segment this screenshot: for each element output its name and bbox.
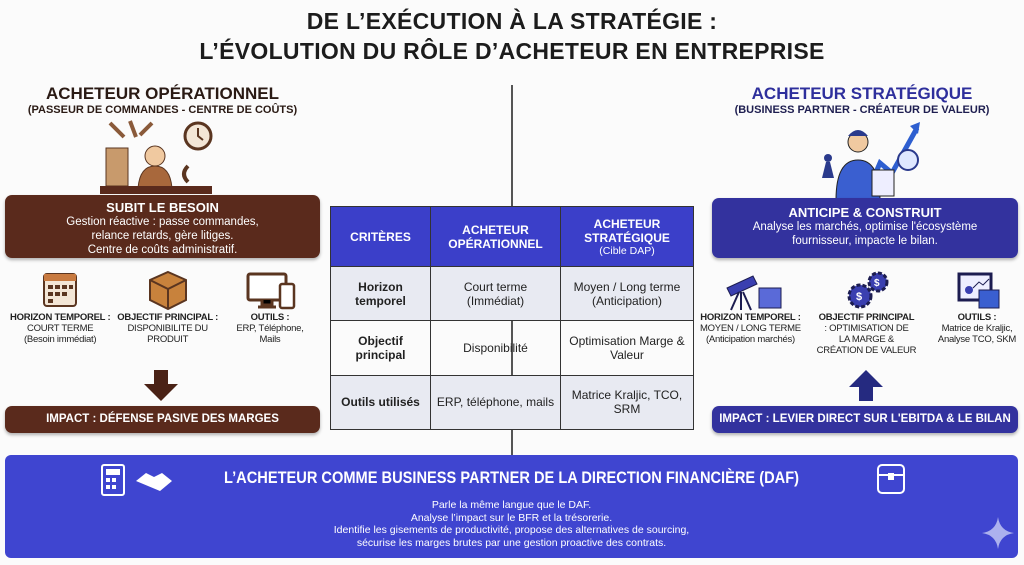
arrow-down-icon <box>144 370 178 401</box>
cell: Moyen / Long terme (Anticipation) <box>560 265 694 322</box>
header-note: (Cible DAP) <box>599 244 655 257</box>
gears-icon: $$ <box>847 271 889 309</box>
cell: Court terme (Immédiat) <box>430 265 561 322</box>
item-line: ERP, Téléphone, <box>236 323 304 334</box>
header-criteria: CRITÈRES <box>330 206 431 267</box>
cell: ERP, téléphone, mails <box>430 374 561 431</box>
calendar-icon <box>43 273 78 307</box>
telescope-icon <box>726 275 782 311</box>
comparison-table: CRITÈRES ACHETEUR OPÉRATIONNEL ACHETEUR … <box>330 206 694 431</box>
left-item-horizon: HORIZON TEMPOREL :COURT TERME(Besoin imm… <box>10 268 111 345</box>
right-attributes: HORIZON TEMPOREL :MOYEN / LONG TERME(Ant… <box>700 268 1022 356</box>
right-impact: IMPACT : LEVIER DIRECT SUR L'EBITDA & LE… <box>712 406 1018 433</box>
banner-line: Analyse l’impact sur le BFR et la trésor… <box>410 511 613 524</box>
item-title: OUTILS : <box>957 312 997 323</box>
banner-line: Identifie les gisements de productivité,… <box>333 524 690 536</box>
title-line-2: L’ÉVOLUTION DU RÔLE D’ACHETEUR EN ENTREP… <box>199 38 825 64</box>
header-strategic-label: ACHETEUR STRATÉGIQUE <box>584 216 670 245</box>
item-title: HORIZON TEMPOREL : <box>700 312 801 323</box>
item-title: OUTILS : <box>250 312 290 323</box>
right-header: ACHETEUR STRATÉGIQUE (BUSINESS PARTNER -… <box>700 84 1024 116</box>
right-subheading: (BUSINESS PARTNER - CRÉATEUR DE VALEUR) <box>734 104 990 116</box>
right-box-title: ANTICIPE & CONSTRUIT <box>788 205 942 220</box>
cell: Outils utilisés <box>330 374 431 431</box>
cell: Matrice Kraljic, TCO, SRM <box>560 374 694 431</box>
item-line: Mails <box>259 334 281 345</box>
header-strategic: ACHETEUR STRATÉGIQUE(Cible DAP) <box>560 206 694 267</box>
left-impact: IMPACT : DÉFENSE PASIVE DES MARGES <box>5 406 320 433</box>
svg-text:$: $ <box>856 291 862 303</box>
banner-line: sécurise les marges brutes par une gesti… <box>356 536 667 549</box>
item-line: : OPTIMISATION DE <box>824 323 909 334</box>
banner-line: Parle la même langue que le DAF. <box>431 499 592 511</box>
item-line: (Anticipation marchés) <box>705 334 795 345</box>
cell: Horizon temporel <box>330 265 431 322</box>
item-line: (Besoin immédiat) <box>24 334 97 345</box>
item-line: Analyse TCO, SKM <box>937 334 1017 345</box>
stressed-buyer-illustration <box>100 120 213 194</box>
item-line: DISPONIBILITE DU <box>127 323 208 334</box>
analytics-icon <box>957 272 1000 309</box>
right-box-line: Analyse les marchés, optimise l'écosystè… <box>752 221 978 233</box>
left-header: ACHETEUR OPÉRATIONNEL (PASSEUR DE COMMAN… <box>0 84 325 116</box>
item-line: LA MARGE & <box>838 334 894 345</box>
right-summary-box: ANTICIPE & CONSTRUIT Analyse les marchés… <box>712 198 1018 258</box>
strategic-buyer-illustration <box>822 122 920 200</box>
cell: Optimisation Marge & Valeur <box>560 320 694 376</box>
left-attributes: HORIZON TEMPOREL :COURT TERME(Besoin imm… <box>10 268 315 345</box>
left-item-tools: OUTILS :ERP, Téléphone,Mails <box>225 268 315 345</box>
right-item-tools: OUTILS :Matrice de Kraljic,Analyse TCO, … <box>932 268 1022 345</box>
left-box-line: Centre de coûts administratif. <box>87 244 238 256</box>
right-heading: ACHETEUR STRATÉGIQUE <box>751 84 973 103</box>
arrow-up-icon <box>849 370 883 401</box>
box-icon <box>148 270 187 311</box>
item-line: COURT TERME <box>26 323 94 334</box>
right-item-horizon: HORIZON TEMPOREL :MOYEN / LONG TERME(Ant… <box>700 268 801 345</box>
item-line: MOYEN / LONG TERME <box>700 323 801 334</box>
item-title: OBJECTIF PRINCIPAL : <box>117 312 219 323</box>
title-line-1: DE L’EXÉCUTION À LA STRATÉGIE : <box>306 8 718 34</box>
left-box-title: SUBIT LE BESOIN <box>106 200 219 215</box>
item-line: Matrice de Kraljic, <box>941 323 1013 334</box>
left-heading: ACHETEUR OPÉRATIONNEL <box>46 84 279 103</box>
item-line: PRODUIT <box>147 334 189 345</box>
svg-text:$: $ <box>874 278 880 289</box>
sparkle-icon <box>982 517 1014 549</box>
left-summary-box: SUBIT LE BESOIN Gestion réactive : passe… <box>5 195 320 258</box>
devices-icon <box>246 272 296 310</box>
item-title: OBJECTIF PRINCIPAL <box>818 312 915 323</box>
banner-title: L’ACHETEUR COMME BUSINESS PARTNER DE LA … <box>223 468 800 487</box>
left-box-line: Gestion réactive : passe commandes, <box>66 216 259 228</box>
daf-banner: L’ACHETEUR COMME BUSINESS PARTNER DE LA … <box>5 455 1018 558</box>
right-box-line: fournisseur, impacte le bilan. <box>792 235 938 247</box>
left-box-line: relance retards, gère litiges. <box>91 230 234 242</box>
cell: Disponibilité <box>430 320 561 376</box>
item-title: HORIZON TEMPOREL : <box>10 312 111 323</box>
left-subheading: (PASSEUR DE COMMANDES - CENTRE DE COÛTS) <box>27 104 298 116</box>
header-operational: ACHETEUR OPÉRATIONNEL <box>430 206 561 267</box>
calculator-handshake-icon <box>101 464 172 496</box>
treasure-chest-icon <box>877 464 905 494</box>
cell: Objectif principal <box>330 320 431 376</box>
item-line: CRÉATION DE VALEUR <box>816 345 917 356</box>
